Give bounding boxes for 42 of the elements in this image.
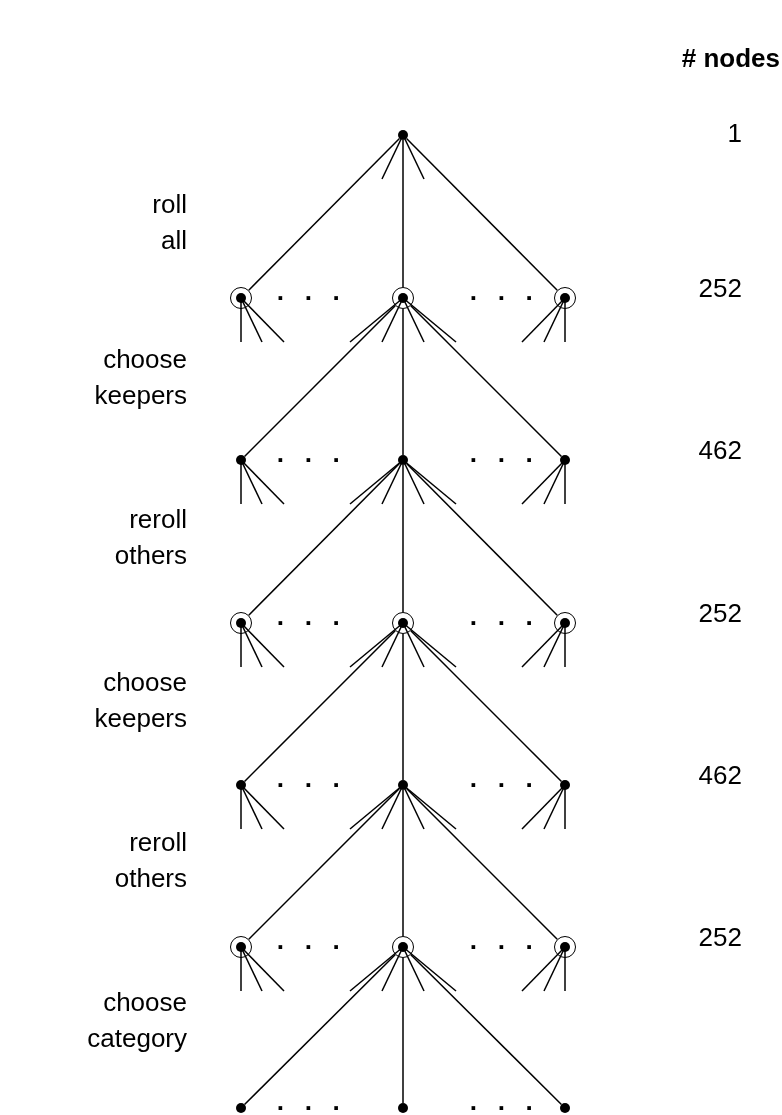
ellipsis: · · ·	[469, 444, 541, 477]
step-label: roll all	[152, 188, 187, 257]
tree-edge	[248, 462, 401, 616]
node-count: 252	[698, 921, 742, 954]
step-label: reroll others	[114, 826, 187, 895]
tree-edge	[402, 308, 404, 456]
ellipsis: · · ·	[276, 282, 348, 315]
tree-edge	[248, 137, 401, 291]
tree-edge	[243, 305, 396, 458]
step-label: choose category	[87, 986, 187, 1055]
column-heading: # nodes	[681, 42, 780, 75]
node-count: 462	[698, 759, 742, 792]
node-count: 462	[698, 434, 742, 467]
ellipsis: · · ·	[469, 931, 541, 964]
ellipsis: · · ·	[276, 931, 348, 964]
tree-edge	[410, 954, 563, 1106]
ellipsis: · · ·	[276, 769, 348, 802]
ellipsis: · · ·	[276, 607, 348, 640]
tree-edge	[405, 137, 558, 291]
ellipsis: · · ·	[469, 1092, 541, 1115]
ellipsis: · · ·	[469, 769, 541, 802]
tree-edge	[402, 464, 404, 613]
node-count: 1	[727, 117, 742, 150]
tree-edge	[410, 305, 563, 458]
step-label: choose keepers	[94, 343, 187, 412]
tree-edge	[402, 789, 404, 937]
ellipsis: · · ·	[469, 282, 541, 315]
tree-edge	[402, 633, 404, 781]
tree-edge	[405, 787, 558, 940]
tree-edge	[402, 139, 404, 288]
node-count: 252	[698, 272, 742, 305]
tree-edge	[248, 787, 401, 940]
ellipsis: · · ·	[276, 1092, 348, 1115]
step-label: reroll others	[114, 503, 187, 572]
ellipsis: · · ·	[469, 607, 541, 640]
ellipsis: · · ·	[276, 444, 348, 477]
tree-edge	[410, 630, 563, 783]
tree-edge	[243, 630, 396, 783]
tree-edge	[405, 462, 558, 616]
step-label: choose keepers	[94, 666, 187, 735]
tree-edge	[402, 957, 404, 1104]
node-count: 252	[698, 597, 742, 630]
